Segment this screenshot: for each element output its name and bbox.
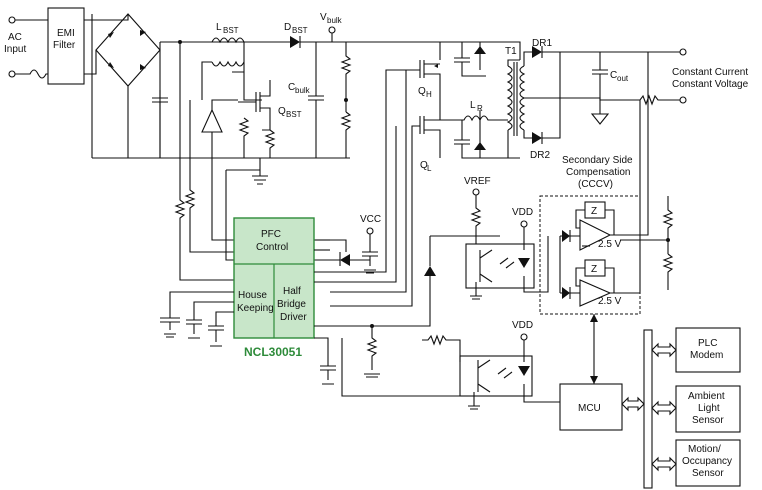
d-bst-label: D bbox=[284, 22, 291, 33]
motion-sensor-block bbox=[675, 439, 741, 487]
ambient-label-3: Sensor bbox=[692, 415, 724, 426]
l-bst-label: L bbox=[216, 22, 222, 33]
ncl30051-chip: PFC Control House Keeping Half Bridge Dr… bbox=[233, 217, 315, 359]
ac-input-label-2: Input bbox=[4, 44, 26, 55]
c-out-label: C bbox=[610, 70, 617, 81]
emi-filter-box bbox=[47, 7, 85, 85]
q-l-label: Q bbox=[420, 160, 428, 171]
z2-label: Z bbox=[591, 264, 597, 275]
boost-inductor: L BST bbox=[201, 22, 262, 101]
q-l-sub: L bbox=[427, 164, 432, 173]
vref-label: VREF bbox=[464, 176, 491, 187]
c-out-sub: out bbox=[617, 74, 629, 83]
vcc-label: VCC bbox=[360, 214, 381, 225]
dr2-label: DR2 bbox=[530, 150, 550, 161]
comp-amp-1 bbox=[579, 219, 612, 251]
ac-input-section: AC Input bbox=[4, 16, 48, 79]
q-bst-sub: BST bbox=[286, 110, 302, 119]
sense-amplifier bbox=[201, 108, 223, 133]
emi-filter-label-2: Filter bbox=[53, 40, 76, 51]
l-r-label: L bbox=[470, 100, 476, 111]
system-bus bbox=[643, 329, 653, 489]
output-label-1: Constant Current bbox=[672, 67, 748, 78]
emi-filter-label-1: EMI bbox=[57, 28, 75, 39]
ac-terminal-top bbox=[8, 16, 16, 24]
ambient-light-block bbox=[675, 385, 741, 433]
mcu-label: MCU bbox=[578, 403, 601, 414]
d-bst-diode bbox=[290, 36, 300, 48]
chip-house-label-1: House bbox=[238, 290, 267, 301]
bridge-rectifier bbox=[84, 13, 161, 158]
chip-pfc-label-2: Control bbox=[256, 242, 288, 253]
ambient-label-1: Ambient bbox=[688, 391, 725, 402]
plc-label-2: Modem bbox=[690, 350, 723, 361]
c-bulk-sub: bulk bbox=[295, 86, 311, 95]
optocoupler-2 bbox=[459, 355, 533, 397]
l-bst-sub: BST bbox=[223, 26, 239, 35]
vdd-bottom-label: VDD bbox=[512, 320, 533, 331]
ac-terminal-bottom bbox=[8, 70, 16, 78]
ambient-label-2: Light bbox=[698, 403, 720, 414]
chip-half-label-3: Driver bbox=[280, 312, 307, 323]
d-bst-sub: BST bbox=[292, 26, 308, 35]
mcu-block bbox=[559, 383, 623, 431]
vdd-top-label: VDD bbox=[512, 207, 533, 218]
plc-modem-block bbox=[675, 327, 741, 373]
ac-input-label-1: AC bbox=[8, 32, 22, 43]
v25-1-label: 2.5 V bbox=[598, 239, 622, 250]
secondary-label-1: Secondary Side bbox=[562, 155, 633, 166]
chip-half-label-1: Half bbox=[283, 286, 301, 297]
output-label-2: Constant Voltage bbox=[672, 79, 749, 90]
motion-label-1: Motion/ bbox=[688, 444, 721, 455]
chip-name: NCL30051 bbox=[244, 345, 302, 359]
dr1-label: DR1 bbox=[532, 38, 552, 49]
z1-label: Z bbox=[591, 206, 597, 217]
chip-half-label-2: Bridge bbox=[277, 299, 306, 310]
v-bulk-sub: bulk bbox=[327, 16, 343, 25]
chip-house-label-2: Keeping bbox=[237, 303, 274, 314]
optocoupler-1 bbox=[465, 243, 535, 289]
q-bst-label: Q bbox=[278, 106, 286, 117]
motion-label-3: Sensor bbox=[692, 468, 724, 479]
l-r-sub: R bbox=[477, 104, 483, 113]
chip-pfc-label-1: PFC bbox=[261, 229, 281, 240]
secondary-compensation-box bbox=[539, 195, 641, 315]
fuse-symbol bbox=[15, 69, 48, 79]
q-h-sub: H bbox=[426, 90, 432, 99]
secondary-label-2: Compensation bbox=[566, 167, 630, 178]
plc-label-1: PLC bbox=[698, 338, 717, 349]
motion-label-2: Occupancy bbox=[682, 456, 732, 467]
v25-2-label: 2.5 V bbox=[598, 296, 622, 307]
q-h-label: Q bbox=[418, 86, 426, 97]
secondary-label-3: (CCCV) bbox=[578, 179, 613, 190]
v-bulk-label: V bbox=[320, 12, 327, 23]
c-bulk-label: C bbox=[288, 82, 295, 93]
t1-label: T1 bbox=[505, 46, 517, 57]
